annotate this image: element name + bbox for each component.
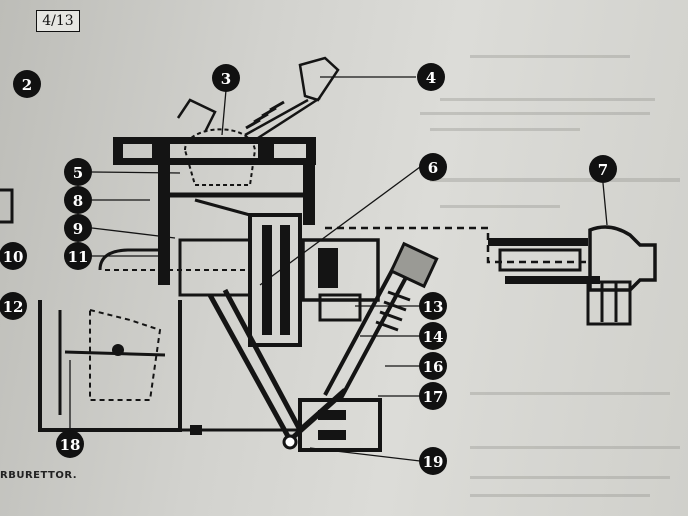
callout-9: 9 xyxy=(64,214,92,242)
jet-assembly xyxy=(207,241,439,452)
callout-circle xyxy=(212,64,240,92)
callout-label: 3 xyxy=(221,70,231,88)
callout-label: 7 xyxy=(598,161,608,179)
callout-label: 9 xyxy=(73,220,83,238)
callout-circle xyxy=(0,242,27,270)
figure-caption: RBURETTOR. xyxy=(0,470,78,481)
callout-circle xyxy=(64,214,92,242)
callout-label: 10 xyxy=(3,248,24,266)
callout-2: 2 xyxy=(13,70,41,98)
callout-6: 6 xyxy=(419,153,447,181)
callout-8: 8 xyxy=(64,186,92,214)
callout-4: 4 xyxy=(417,63,445,91)
callout-circle xyxy=(417,63,445,91)
callout-label: 18 xyxy=(60,436,81,454)
carburettor-top-cover xyxy=(113,128,316,186)
callout-label: 8 xyxy=(73,192,83,210)
callout-circle xyxy=(419,447,447,475)
callout-18: 18 xyxy=(56,430,84,458)
callout-circle xyxy=(64,242,92,270)
left-cutoff-part xyxy=(0,188,14,224)
callout-label: 17 xyxy=(423,388,444,406)
throttle-body xyxy=(38,300,300,435)
callout-circle xyxy=(419,292,447,320)
callout-14: 14 xyxy=(419,322,447,350)
callout-label: 14 xyxy=(423,328,444,346)
callout-circle xyxy=(64,186,92,214)
callout-label: 19 xyxy=(423,453,444,471)
callout-circle xyxy=(589,155,617,183)
callout-19: 19 xyxy=(419,447,447,475)
callout-12: 12 xyxy=(0,292,27,320)
carburettor-body xyxy=(98,165,315,347)
callout-label: 16 xyxy=(423,358,444,376)
callout-13: 13 xyxy=(419,292,447,320)
banjo-union xyxy=(488,225,657,326)
callout-circle xyxy=(419,153,447,181)
callout-3: 3 xyxy=(212,64,240,92)
callout-label: 13 xyxy=(423,298,444,316)
callout-label: 4 xyxy=(426,69,436,87)
callout-circle xyxy=(419,382,447,410)
callout-11: 11 xyxy=(64,242,92,270)
callout-circle xyxy=(13,70,41,98)
callout-circle xyxy=(64,158,92,186)
callout-circle xyxy=(56,430,84,458)
callout-7: 7 xyxy=(589,155,617,183)
callout-circle xyxy=(419,322,447,350)
callout-10: 10 xyxy=(0,242,27,270)
callout-16: 16 xyxy=(419,352,447,380)
callout-label: 2 xyxy=(22,76,32,94)
callout-17: 17 xyxy=(419,382,447,410)
callout-label: 12 xyxy=(3,298,24,316)
callout-5: 5 xyxy=(64,158,92,186)
page-counter: 4/13 xyxy=(36,10,80,32)
background-text-lines xyxy=(420,55,680,497)
callout-circle xyxy=(0,292,27,320)
callout-layer: 2 3 4 5 6 7 8 9 10 11 12 13 14 16 17 18 19 xyxy=(0,63,617,475)
callout-circle xyxy=(419,352,447,380)
callout-label: 6 xyxy=(428,159,438,177)
throttle-lever xyxy=(176,56,340,140)
callout-label: 11 xyxy=(68,248,89,266)
callout-label: 5 xyxy=(73,164,83,182)
